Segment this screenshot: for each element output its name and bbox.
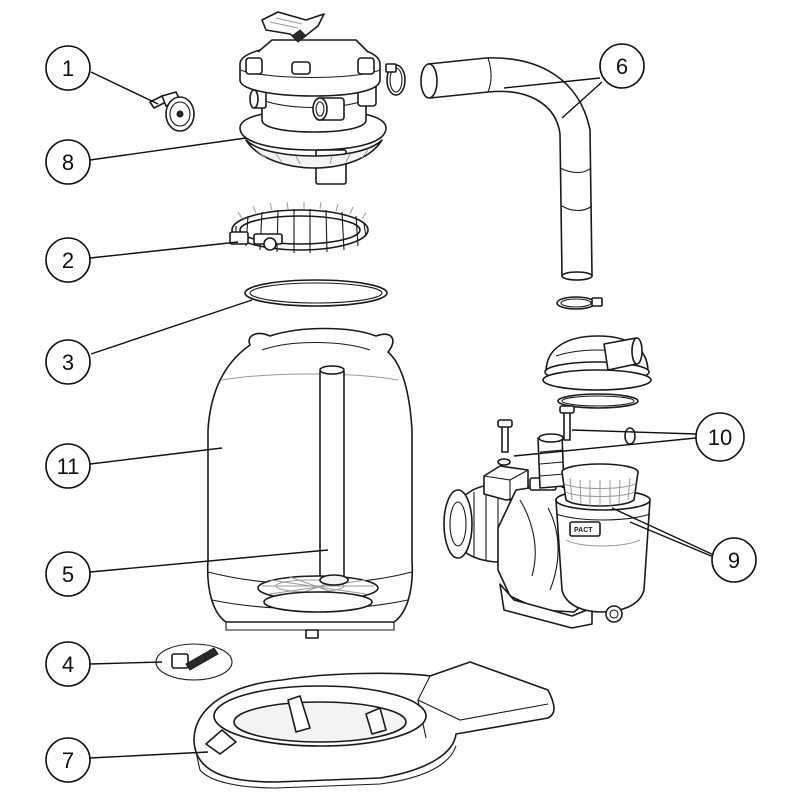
callout-4: 4 [45,641,91,687]
tank-o-ring [244,279,388,307]
callout-2: 2 [45,237,91,283]
connection-hose [420,57,593,281]
pump-brand-label: PACT [574,527,593,534]
callout-5: 5 [45,551,91,597]
hose-clamp-top [385,63,406,96]
callout-label-4: 4 [62,652,74,677]
callout-label-9: 9 [728,548,740,573]
hose-clamp-bottom [556,296,603,310]
standpipe-laterals [257,365,379,613]
callout-7: 7 [45,737,91,783]
callout-label-8: 8 [62,150,74,175]
callout-8: 8 [45,139,91,185]
callout-label-1: 1 [62,56,74,81]
pressure-gauge [149,91,195,132]
drain-plug [155,643,233,681]
leader-lines [89,71,717,759]
callout-label-5: 5 [62,562,74,587]
pump-body: PACT [443,433,651,629]
callout-label-3: 3 [62,350,74,375]
callout-label-2: 2 [62,248,74,273]
clamp-ring [229,201,369,253]
callout-1: 1 [45,45,91,91]
callout-9: 9 [711,537,757,583]
callout-label-10: 10 [708,425,732,450]
filter-base [193,661,555,789]
callout-label-11: 11 [57,454,80,479]
callout-3: 3 [45,339,91,385]
callout-10: 10 [695,412,745,462]
pump-lid [542,335,652,391]
callout-label-6: 6 [616,54,628,79]
callout-label-7: 7 [62,748,74,773]
multiport-valve [239,11,387,185]
pump-lid-o-ring [557,393,639,409]
callout-11: 11 [45,443,91,489]
callout-6: 6 [599,43,645,89]
lid-screws [497,405,636,466]
